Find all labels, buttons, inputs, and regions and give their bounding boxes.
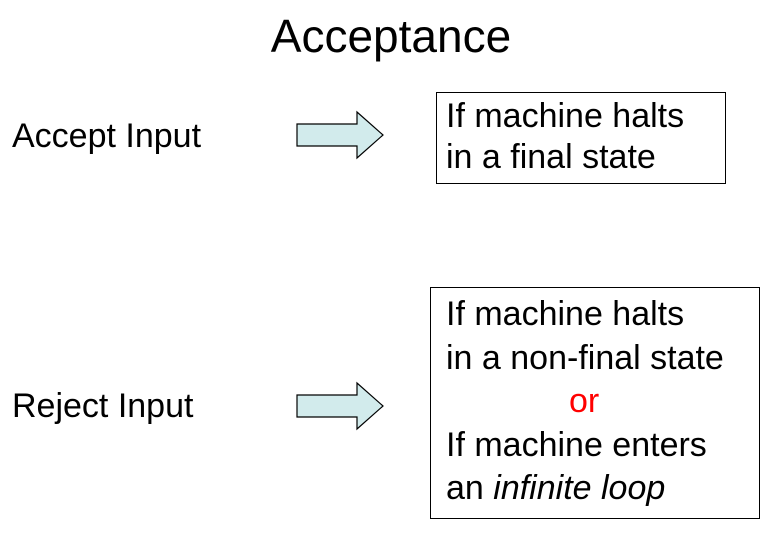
infinite-loop-emphasis: infinite loop: [493, 469, 666, 507]
or-separator: or: [569, 382, 600, 420]
last-line-prefix: an: [446, 469, 494, 507]
page-title: Acceptance: [270, 10, 512, 62]
reject-condition-line-last: an infinite loop: [446, 467, 759, 511]
accept-condition-box: If machine halts in a final state: [436, 92, 726, 184]
reject-condition-line: in a non-final state: [446, 338, 724, 377]
accept-condition-line: in a final state: [446, 138, 656, 176]
reject-condition-line: If machine enters: [446, 425, 707, 464]
reject-condition-box: If machine halts in a non-final state or…: [430, 287, 760, 519]
reject-input-label: Reject Input: [12, 387, 194, 425]
reject-condition-line: If machine halts: [446, 295, 685, 333]
accept-condition-line: If machine halts: [446, 97, 685, 135]
accept-arrow-icon: [296, 110, 384, 160]
accept-input-label: Accept Input: [12, 117, 202, 155]
reject-arrow-icon: [296, 381, 384, 431]
